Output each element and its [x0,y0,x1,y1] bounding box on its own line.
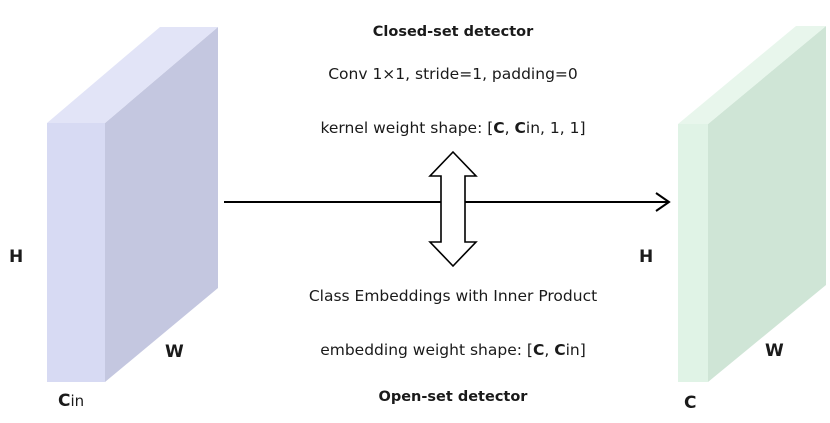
output-block-front-face [678,124,708,382]
kernel-C: C [493,119,504,137]
input-channel-sub: in [70,392,84,410]
embedding-weight-shape: embedding weight shape: [C, Cin] [320,341,586,359]
output-block-side-face [708,26,826,382]
embed-Cin-sub: in [566,341,580,359]
embed-C: C [533,341,544,359]
embed-suffix: ] [580,341,586,359]
conv-description: Conv 1×1, stride=1, padding=0 [328,65,578,83]
embed-sep: , [544,341,554,359]
kernel-sep: , [505,119,515,137]
class-embeddings-description: Class Embeddings with Inner Product [309,287,597,305]
output-width-label: W [765,341,784,361]
kernel-Cin-sub: in [526,119,540,137]
open-set-title: Open-set detector [379,389,529,405]
closed-set-title: Closed-set detector [373,24,534,40]
transform-arrow-head [655,192,671,212]
embed-prefix: embedding weight shape: [ [320,341,533,359]
output-channel-label: C [684,393,696,413]
input-block-front-face [47,123,105,382]
input-feature-map [47,27,218,382]
output-feature-map [678,26,826,382]
equivalence-double-arrow [428,150,478,268]
kernel-prefix: kernel weight shape: [ [320,119,493,137]
kernel-suffix: , 1, 1] [540,119,585,137]
input-channel-label: Cin [58,391,84,411]
input-block-top-face [47,27,218,123]
input-block-side-face [105,27,218,382]
input-channel-C: C [58,391,70,411]
output-height-label: H [639,247,653,267]
kernel-weight-shape: kernel weight shape: [C, Cin, 1, 1] [320,119,585,137]
output-block-top-face [678,26,826,124]
embed-Cin-C: C [554,341,565,359]
input-width-label: W [165,342,184,362]
input-height-label: H [9,247,23,267]
kernel-Cin-C: C [515,119,526,137]
